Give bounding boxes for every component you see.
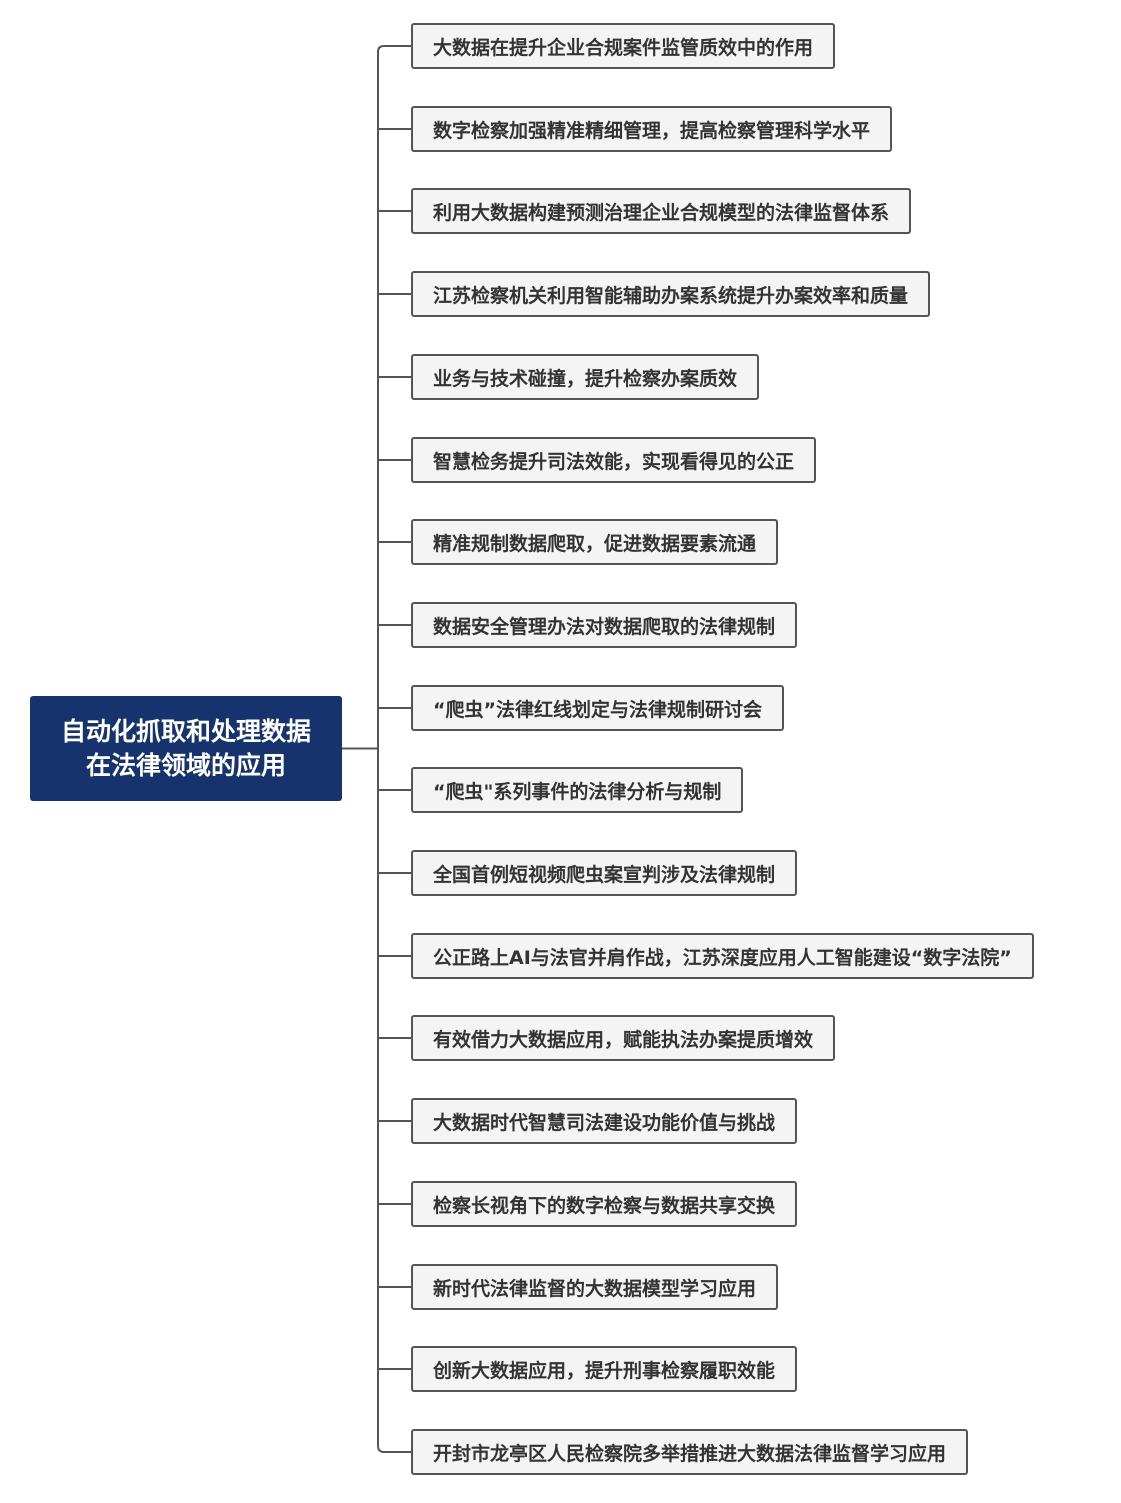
subtopic-node[interactable]: 大数据在提升企业合规案件监管质效中的作用 [411,23,836,69]
subtopic-node[interactable]: 开封市龙亭区人民检察院多举措推进大数据法律监督学习应用 [411,1429,969,1475]
subtopic-node[interactable]: 大数据时代智慧司法建设功能价值与挑战 [411,1098,798,1144]
subtopic-node[interactable]: 创新大数据应用，提升刑事检察履职效能 [411,1346,798,1392]
subtopic-node[interactable]: 智慧检务提升司法效能，实现看得见的公正 [411,437,817,483]
subtopic-node[interactable]: 业务与技术碰撞，提升检察办案质效 [411,354,760,400]
subtopic-node[interactable]: 全国首例短视频爬虫案宣判涉及法律规制 [411,850,798,896]
subtopic-node[interactable]: 检察长视角下的数字检察与数据共享交换 [411,1181,798,1227]
branch-connector [377,1445,411,1453]
subtopic-node[interactable]: 公正路上AI与法官并肩作战，江苏深度应用人工智能建设“数字法院” [411,933,1034,979]
root-topic-line-2: 在法律领域的应用 [85,750,286,780]
branch-connector [377,45,411,53]
root-topic[interactable]: 自动化抓取和处理数据 在法律领域的应用 [30,696,342,801]
root-topic-line-1: 自动化抓取和处理数据 [60,716,311,746]
subtopic-node[interactable]: 数据安全管理办法对数据爬取的法律规制 [411,602,798,648]
subtopic-node[interactable]: “爬虫"系列事件的法律分析与规制 [411,767,744,813]
subtopic-node[interactable]: 有效借力大数据应用，赋能执法办案提质增效 [411,1015,836,1061]
subtopic-node[interactable]: 精准规制数据爬取，促进数据要素流通 [411,519,779,565]
subtopic-node[interactable]: 数字检察加强精准精细管理，提高检察管理科学水平 [411,106,893,152]
subtopic-node[interactable]: 利用大数据构建预测治理企业合规模型的法律监督体系 [411,188,912,234]
subtopic-node[interactable]: 新时代法律监督的大数据模型学习应用 [411,1264,779,1310]
subtopic-node[interactable]: 江苏检察机关利用智能辅助办案系统提升办案效率和质量 [411,271,931,317]
subtopic-node[interactable]: “爬虫”法律红线划定与法律规制研讨会 [411,685,784,731]
